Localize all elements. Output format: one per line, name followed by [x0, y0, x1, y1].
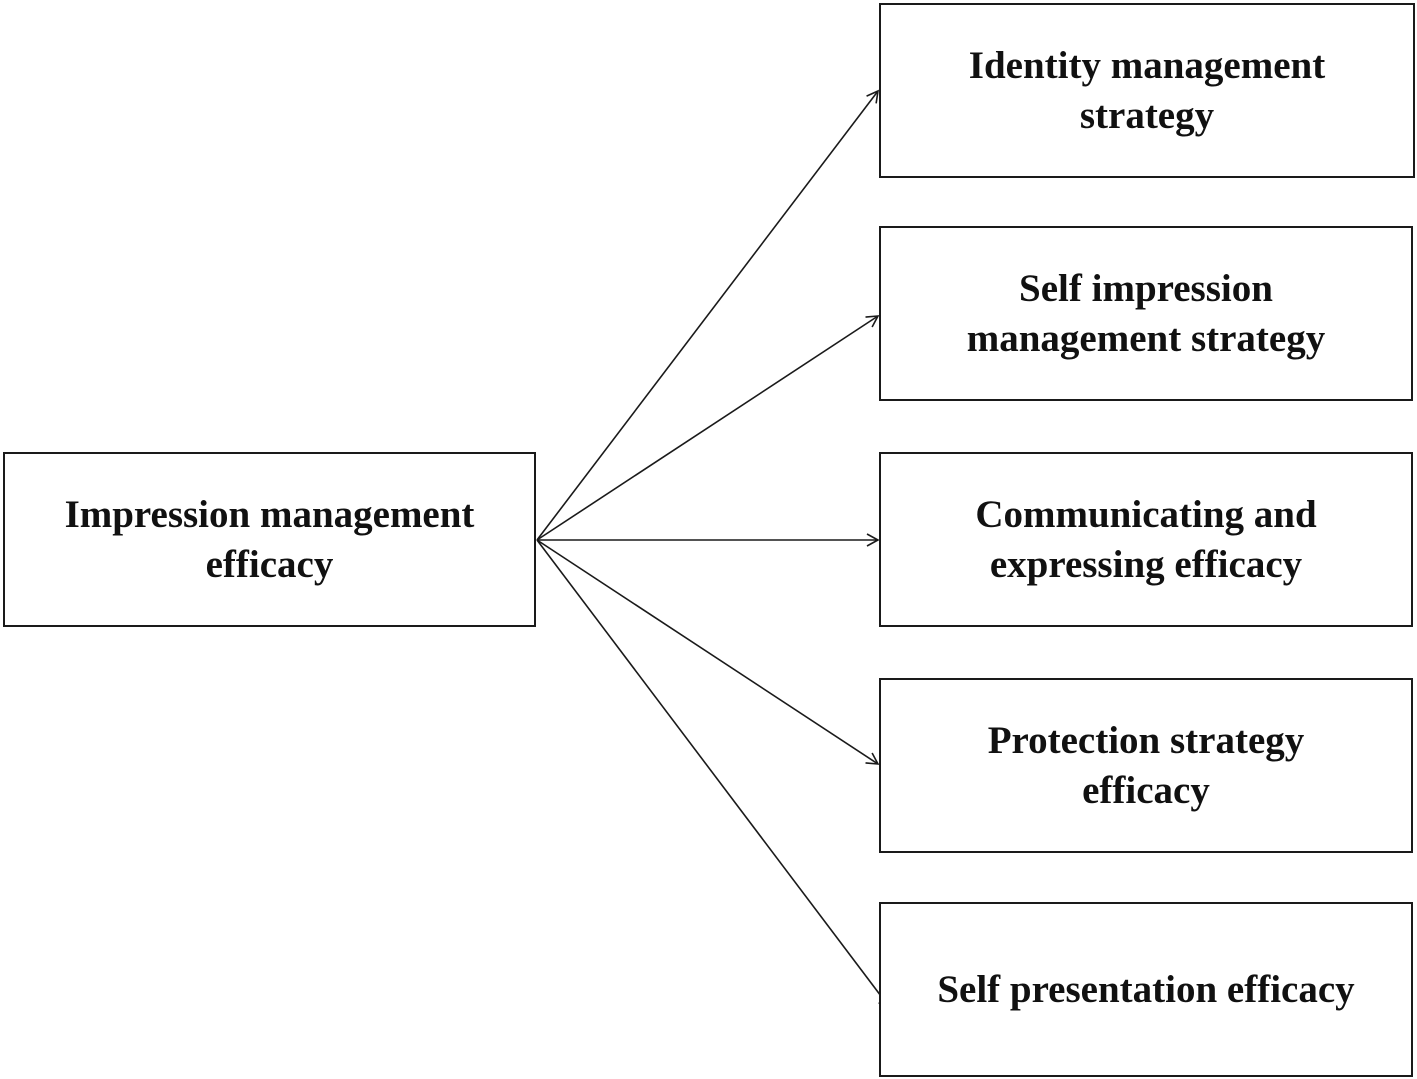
target-node-self-presentation-efficacy: Self presentation efficacy [879, 902, 1413, 1077]
arrow-to-self-impression-management-strategy [536, 315, 880, 541]
target-node-label: Identity management strategy [968, 43, 1326, 137]
arrow-to-self-presentation-efficacy [536, 539, 892, 1010]
target-node-self-impression-management-strategy: Self impression management strategy [879, 226, 1413, 401]
source-node: Impression management efficacy [3, 452, 536, 627]
source-node-label: Impression management efficacy [64, 492, 475, 586]
target-node-label: Communicating and expressing efficacy [975, 492, 1317, 586]
arrow-to-protection-strategy-efficacy [536, 539, 880, 765]
target-node-communicating-and-expressing-efficacy: Communicating and expressing efficacy [879, 452, 1413, 627]
target-node-label: Self impression management strategy [966, 266, 1326, 360]
target-node-identity-management-strategy: Identity management strategy [879, 3, 1415, 178]
target-node-label: Self presentation efficacy [937, 967, 1355, 1011]
target-node-label: Protection strategy efficacy [987, 718, 1305, 812]
arrow-to-identity-management-strategy [536, 89, 880, 541]
target-node-protection-strategy-efficacy: Protection strategy efficacy [879, 678, 1413, 853]
